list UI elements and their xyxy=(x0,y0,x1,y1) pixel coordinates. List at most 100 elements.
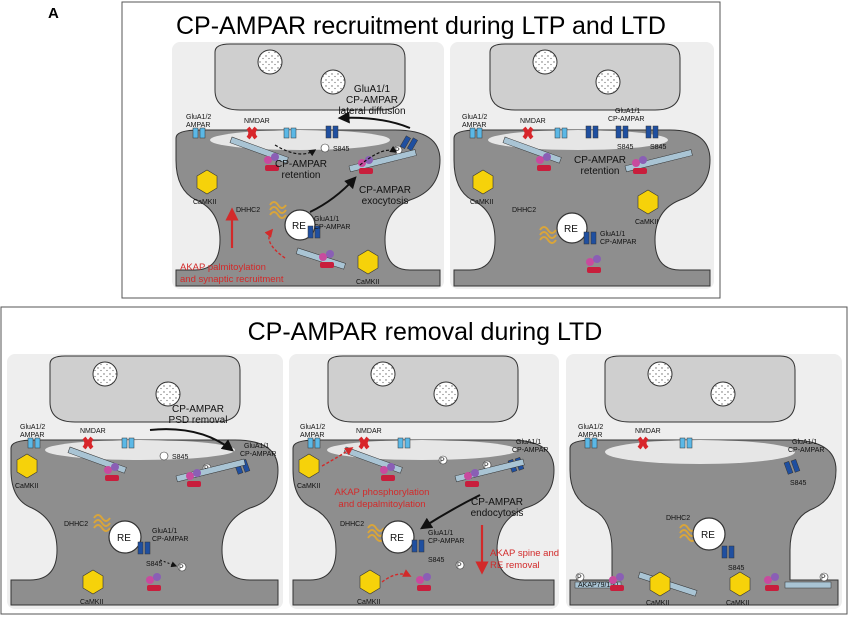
nmdar xyxy=(637,436,649,450)
a-left-cell xyxy=(172,42,444,289)
svg-text:AKAP phosphorylation: AKAP phosphorylation xyxy=(335,487,430,498)
camkii-hexagon xyxy=(82,569,104,595)
svg-text:CP-AMPAR: CP-AMPAR xyxy=(608,116,644,123)
a-left-receptors: GluA1/2 AMPAR NMDAR S845 P GluA1/1 CP-AM… xyxy=(180,84,418,286)
ampar-glua11 xyxy=(783,459,801,475)
dendritic-spine xyxy=(10,439,279,606)
psd xyxy=(327,440,517,460)
psd xyxy=(605,440,795,464)
svg-text:RE: RE xyxy=(701,530,715,541)
svg-text:CP-AMPAR: CP-AMPAR xyxy=(788,447,824,454)
svg-text:GluA1/2: GluA1/2 xyxy=(578,424,603,431)
svg-text:P: P xyxy=(821,575,826,582)
a-right-cell: GluA1/2 AMPAR NMDAR GluA1/1 CP-AMPAR S84… xyxy=(450,42,714,289)
svg-text:AKAP79/150: AKAP79/150 xyxy=(578,582,618,589)
exocytosis-arrow xyxy=(309,176,357,213)
svg-text:CaMKII: CaMKII xyxy=(80,599,103,606)
svg-text:S845: S845 xyxy=(617,144,633,151)
pka-cluster xyxy=(464,469,479,487)
presynaptic-terminal xyxy=(604,355,796,423)
svg-text:CaMKII: CaMKII xyxy=(357,599,380,606)
akap-anchor xyxy=(348,149,417,173)
ampar-glua12 xyxy=(584,437,598,449)
svg-text:S845: S845 xyxy=(728,565,744,572)
svg-text:retention: retention xyxy=(282,170,321,181)
phospho-site xyxy=(159,451,169,461)
svg-text:CP-AMPAR: CP-AMPAR xyxy=(359,185,411,196)
svg-text:NMDAR: NMDAR xyxy=(80,428,106,435)
pka-cluster xyxy=(146,573,161,591)
svg-text:CP-AMPAR: CP-AMPAR xyxy=(428,538,464,545)
svg-text:CP-AMPAR: CP-AMPAR xyxy=(314,224,350,231)
svg-text:GluA1/2: GluA1/2 xyxy=(300,424,325,431)
svg-text:CP-AMPAR: CP-AMPAR xyxy=(471,497,523,508)
svg-text:CaMKII: CaMKII xyxy=(193,199,216,206)
svg-text:CP-AMPAR: CP-AMPAR xyxy=(240,451,276,458)
svg-text:endocytosis: endocytosis xyxy=(471,508,524,519)
svg-text:and depalmitoylation: and depalmitoylation xyxy=(338,499,425,510)
ampar-glua11 xyxy=(615,125,629,139)
svg-text:NMDAR: NMDAR xyxy=(520,118,546,125)
endocytosis-arrow xyxy=(419,494,481,530)
nmdar xyxy=(522,126,534,140)
retention-arrow xyxy=(359,145,398,166)
ampar-glua12 xyxy=(679,437,693,449)
ampar-glua11 xyxy=(721,545,735,559)
camkii-hexagon xyxy=(472,169,494,195)
ampar-glua12 xyxy=(469,127,483,139)
pka-cluster xyxy=(536,153,551,171)
camkii-hexagon xyxy=(637,189,659,215)
svg-text:and synaptic recruitment: and synaptic recruitment xyxy=(180,274,284,285)
ampar-glua11 xyxy=(583,231,597,245)
svg-text:GluA1/2: GluA1/2 xyxy=(462,114,487,121)
ampar-glua12 xyxy=(554,127,568,139)
dephos-arrow xyxy=(159,559,178,568)
recycling-endosome xyxy=(381,520,415,554)
camkii-arrow xyxy=(381,569,412,583)
svg-text:AKAP spine and: AKAP spine and xyxy=(490,548,559,559)
palmitoylation-arrow xyxy=(264,228,286,259)
camkii-hexagon xyxy=(649,571,671,597)
svg-text:DHHC2: DHHC2 xyxy=(666,515,690,522)
recycling-endosome xyxy=(556,212,588,244)
svg-text:CaMKII: CaMKII xyxy=(297,483,320,490)
svg-text:S845: S845 xyxy=(650,144,666,151)
svg-text:NMDAR: NMDAR xyxy=(356,428,382,435)
pka-cluster xyxy=(586,255,601,273)
svg-text:CaMKII: CaMKII xyxy=(635,219,658,226)
svg-text:AMPAR: AMPAR xyxy=(20,432,44,439)
svg-text:exocytosis: exocytosis xyxy=(362,196,409,207)
svg-text:CaMKII: CaMKII xyxy=(470,199,493,206)
svg-text:CP-AMPAR: CP-AMPAR xyxy=(346,95,398,106)
svg-text:NMDAR: NMDAR xyxy=(635,428,661,435)
phosphorylation-arrow xyxy=(321,447,354,467)
svg-text:RE: RE xyxy=(390,533,404,544)
svg-text:GluA1/1: GluA1/1 xyxy=(314,216,339,223)
akap-anchor xyxy=(624,149,693,173)
svg-text:RE removal: RE removal xyxy=(490,560,540,571)
dhhc2 xyxy=(93,514,111,532)
nmdar xyxy=(82,436,94,450)
panel-a-letter: A xyxy=(48,5,59,22)
svg-text:lateral diffusion: lateral diffusion xyxy=(338,106,405,117)
b-left-cell: GluA1/2 AMPAR NMDAR CP-AMPAR PSD removal… xyxy=(7,354,283,609)
phospho-site xyxy=(320,143,330,153)
akap-anchor xyxy=(454,458,525,483)
svg-text:CP-AMPAR: CP-AMPAR xyxy=(152,536,188,543)
camkii-hexagon xyxy=(357,249,379,275)
svg-text:GluA1/1: GluA1/1 xyxy=(152,528,177,535)
recycling-endosome xyxy=(692,517,726,551)
svg-text:S845: S845 xyxy=(428,557,444,564)
svg-text:S845: S845 xyxy=(790,480,806,487)
svg-text:P: P xyxy=(577,575,582,582)
camkii-hexagon xyxy=(359,569,381,595)
pka-cluster xyxy=(764,573,779,591)
pka-cluster xyxy=(264,153,279,171)
ampar-glua11 xyxy=(137,541,151,555)
svg-text:P: P xyxy=(457,563,462,570)
svg-text:GluA1/1: GluA1/1 xyxy=(615,108,640,115)
svg-text:RE: RE xyxy=(292,221,306,232)
svg-text:CP-AMPAR: CP-AMPAR xyxy=(574,155,626,166)
svg-text:GluA1/1: GluA1/1 xyxy=(792,439,817,446)
svg-text:DHHC2: DHHC2 xyxy=(512,207,536,214)
